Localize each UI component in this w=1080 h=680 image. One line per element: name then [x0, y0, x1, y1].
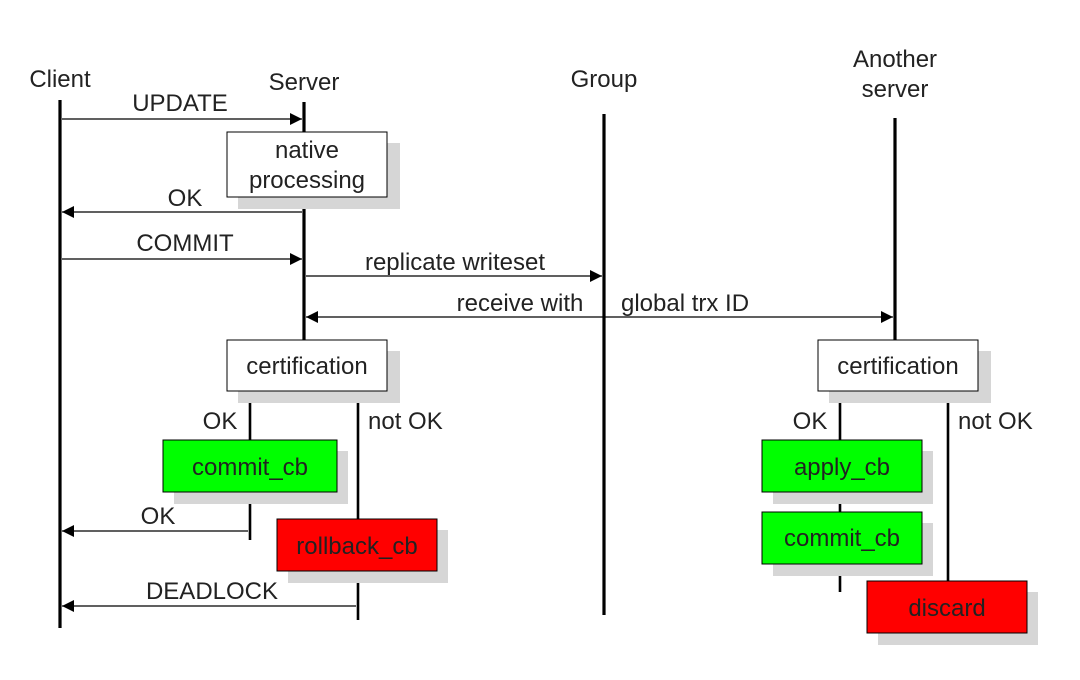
box-commit-cb-another: [761, 511, 923, 565]
label-deadlock: DEADLOCK: [146, 578, 278, 605]
label-ok-commit: OK: [141, 503, 176, 530]
box-rollback-cb-label: rollback_cb: [296, 533, 417, 560]
participant-client: Client: [29, 66, 91, 93]
participant-another-line2: server: [862, 76, 929, 103]
box-certification-server-label: certification: [246, 353, 367, 380]
box-discard-label: discard: [908, 595, 985, 622]
label-update: UPDATE: [132, 90, 228, 117]
box-commit-cb-server: [162, 439, 338, 493]
box-apply-cb-label: apply_cb: [794, 454, 890, 481]
participant-group: Group: [571, 66, 638, 93]
label-global-trx: global trx ID: [621, 290, 749, 317]
box-certification-server: [226, 339, 388, 392]
label-commit: COMMIT: [136, 230, 234, 257]
box-commit-cb-another-label: commit_cb: [784, 525, 900, 552]
box-certification-another: [817, 339, 979, 392]
box-certification-another-label: certification: [837, 353, 958, 380]
branch-label-server-ok: OK: [203, 408, 238, 435]
label-ok-native: OK: [168, 185, 203, 212]
box-native-label-line1: native: [275, 137, 339, 164]
participant-server: Server: [269, 69, 340, 96]
participant-another-line1: Another: [853, 46, 937, 73]
box-commit-cb-server-label: commit_cb: [192, 454, 308, 481]
box-discard: [866, 580, 1028, 634]
branch-label-server-not-ok: not OK: [368, 408, 443, 435]
box-apply-cb: [761, 439, 923, 493]
box-rollback-cb: [276, 518, 438, 572]
branch-label-another-not-ok: not OK: [958, 408, 1033, 435]
label-receive: receive with: [457, 290, 584, 317]
label-replicate: replicate writeset: [365, 249, 545, 276]
box-native-label-line2: processing: [249, 167, 365, 194]
branch-label-another-ok: OK: [793, 408, 828, 435]
box-native-processing: [226, 131, 388, 198]
